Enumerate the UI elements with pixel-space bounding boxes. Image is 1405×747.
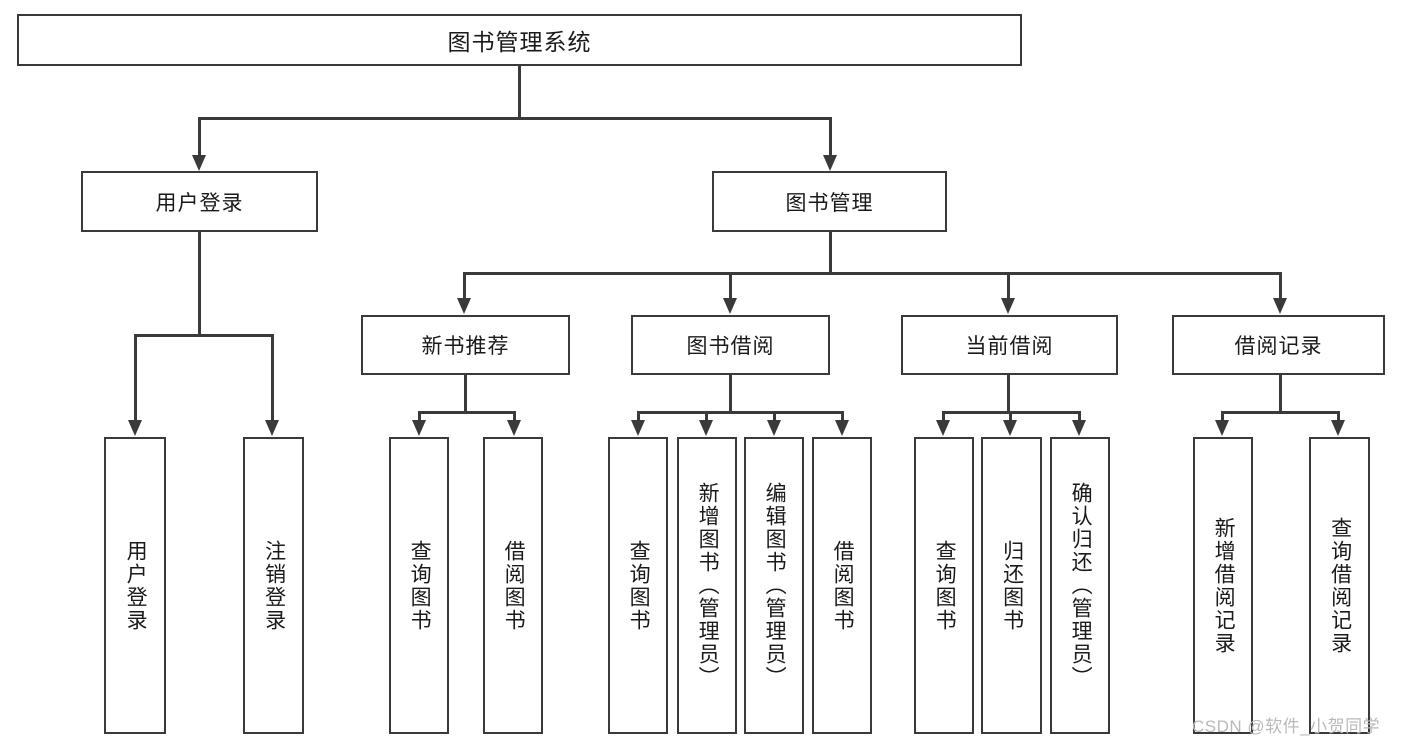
connector-drop-current-borrow <box>1007 272 1010 300</box>
node-label: 查询借阅记录 <box>1328 516 1352 655</box>
arrowhead-new-book-recommend <box>457 298 471 314</box>
node-leaf-query-book-1: 查询图书 <box>389 437 449 734</box>
arrowhead-leaf-query-book-2 <box>631 420 645 436</box>
node-root-system: 图书管理系统 <box>17 14 1022 66</box>
connector-bar-book-borrow <box>637 411 843 414</box>
node-new-book-recommend: 新书推荐 <box>361 315 570 375</box>
node-label: 借阅记录 <box>1234 335 1323 358</box>
node-current-borrow: 当前借阅 <box>901 315 1118 375</box>
arrowhead-leaf-borrow-book-1 <box>507 420 521 436</box>
connector-stem-book-management <box>829 232 832 274</box>
connector-drop-leaf-borrow-book-1 <box>513 411 516 423</box>
connector-drop-new-book-recommend <box>463 272 466 300</box>
connector-drop-borrow-record <box>1279 272 1282 300</box>
node-leaf-borrow-book-1: 借阅图书 <box>483 437 543 734</box>
arrowhead-book-borrow <box>723 298 737 314</box>
node-label: 查询图书 <box>627 539 651 632</box>
connector-drop-leaf-confirm-return-admin <box>1078 411 1081 423</box>
node-label: 新增图书（管理员） <box>696 482 720 689</box>
node-label: 查询图书 <box>933 539 957 632</box>
node-label: 图书借阅 <box>686 335 775 358</box>
node-label: 图书管理系统 <box>447 29 592 55</box>
node-user-login: 用户登录 <box>81 171 318 232</box>
connector-stem-user-login <box>198 232 201 336</box>
node-label: 图书管理 <box>785 191 874 215</box>
arrowhead-leaf-edit-book-admin <box>767 420 781 436</box>
node-leaf-return-book: 归还图书 <box>981 437 1042 734</box>
connector-drop-leaf-query-borrow-record <box>1337 411 1340 423</box>
node-label: 新书推荐 <box>421 335 510 358</box>
node-label: 用户登录 <box>155 191 244 215</box>
connector-stem-book-borrow <box>729 375 732 413</box>
connector-drop-leaf-query-book-2 <box>637 411 640 423</box>
arrowhead-user-login <box>192 155 206 171</box>
node-leaf-query-book-3: 查询图书 <box>914 437 974 734</box>
node-leaf-borrow-book-2: 借阅图书 <box>812 437 872 734</box>
node-label: 当前借阅 <box>965 335 1054 358</box>
node-leaf-confirm-return-admin: 确认归还（管理员） <box>1050 437 1110 734</box>
connector-drop-leaf-borrow-book-2 <box>841 411 844 423</box>
arrowhead-current-borrow <box>1001 298 1015 314</box>
node-label: 注销登录 <box>262 539 286 632</box>
arrowhead-leaf-add-borrow-record <box>1215 420 1229 436</box>
connector-drop-leaf-add-book-admin <box>705 411 708 423</box>
connector-drop-leaf-query-book-1 <box>418 411 421 423</box>
node-label: 归还图书 <box>1000 539 1024 632</box>
node-leaf-query-borrow-record: 查询借阅记录 <box>1309 437 1370 734</box>
node-label: 借阅图书 <box>831 539 855 632</box>
arrowhead-borrow-record <box>1273 298 1287 314</box>
connector-drop-book-management <box>829 117 832 157</box>
arrowhead-leaf-query-book-3 <box>936 420 950 436</box>
connector-drop-leaf-return-book <box>1009 411 1012 423</box>
connector-drop-leaf-query-book-3 <box>942 411 945 423</box>
node-leaf-add-borrow-record: 新增借阅记录 <box>1193 437 1253 734</box>
connector-bar-level2 <box>463 272 1282 275</box>
node-book-management: 图书管理 <box>712 171 947 232</box>
connector-bar-borrow-record <box>1221 411 1339 414</box>
arrowhead-leaf-query-book-1 <box>412 420 426 436</box>
connector-stem-current-borrow <box>1007 375 1010 413</box>
node-label: 编辑图书（管理员） <box>763 482 787 689</box>
node-leaf-user-login: 用户登录 <box>104 437 166 734</box>
connector-drop-leaf-edit-book-admin <box>773 411 776 423</box>
node-label: 新增借阅记录 <box>1212 516 1236 655</box>
arrowhead-leaf-logout-login <box>265 420 279 436</box>
connector-drop-leaf-user-login <box>134 334 137 422</box>
node-leaf-edit-book-admin: 编辑图书（管理员） <box>744 437 804 734</box>
connector-bar-user-login <box>134 334 273 337</box>
arrowhead-leaf-user-login <box>128 420 142 436</box>
arrowhead-leaf-return-book <box>1003 420 1017 436</box>
arrowhead-book-management <box>823 155 837 171</box>
arrowhead-leaf-add-book-admin <box>699 420 713 436</box>
connector-drop-book-borrow <box>729 272 732 300</box>
connector-bar-level1 <box>198 117 832 120</box>
node-leaf-logout-login: 注销登录 <box>243 437 304 734</box>
node-borrow-record: 借阅记录 <box>1172 315 1385 375</box>
connector-root-stem <box>518 66 521 119</box>
node-leaf-query-book-2: 查询图书 <box>608 437 668 734</box>
connector-stem-borrow-record <box>1279 375 1282 413</box>
arrowhead-leaf-query-borrow-record <box>1331 420 1345 436</box>
node-book-borrow: 图书借阅 <box>631 315 830 375</box>
connector-stem-new-book-recommend <box>464 375 467 413</box>
connector-drop-leaf-add-borrow-record <box>1221 411 1224 423</box>
node-label: 用户登录 <box>124 539 148 632</box>
arrowhead-leaf-confirm-return-admin <box>1072 420 1086 436</box>
connector-bar-new-book-recommend <box>418 411 515 414</box>
connector-drop-user-login <box>198 117 201 157</box>
node-label: 确认归还（管理员） <box>1069 482 1093 689</box>
connector-drop-leaf-logout-login <box>271 334 274 422</box>
arrowhead-leaf-borrow-book-2 <box>835 420 849 436</box>
watermark-text: CSDN @软件_小贺同学 <box>1192 717 1381 736</box>
node-leaf-add-book-admin: 新增图书（管理员） <box>677 437 737 734</box>
node-label: 查询图书 <box>408 539 432 632</box>
node-label: 借阅图书 <box>502 539 526 632</box>
